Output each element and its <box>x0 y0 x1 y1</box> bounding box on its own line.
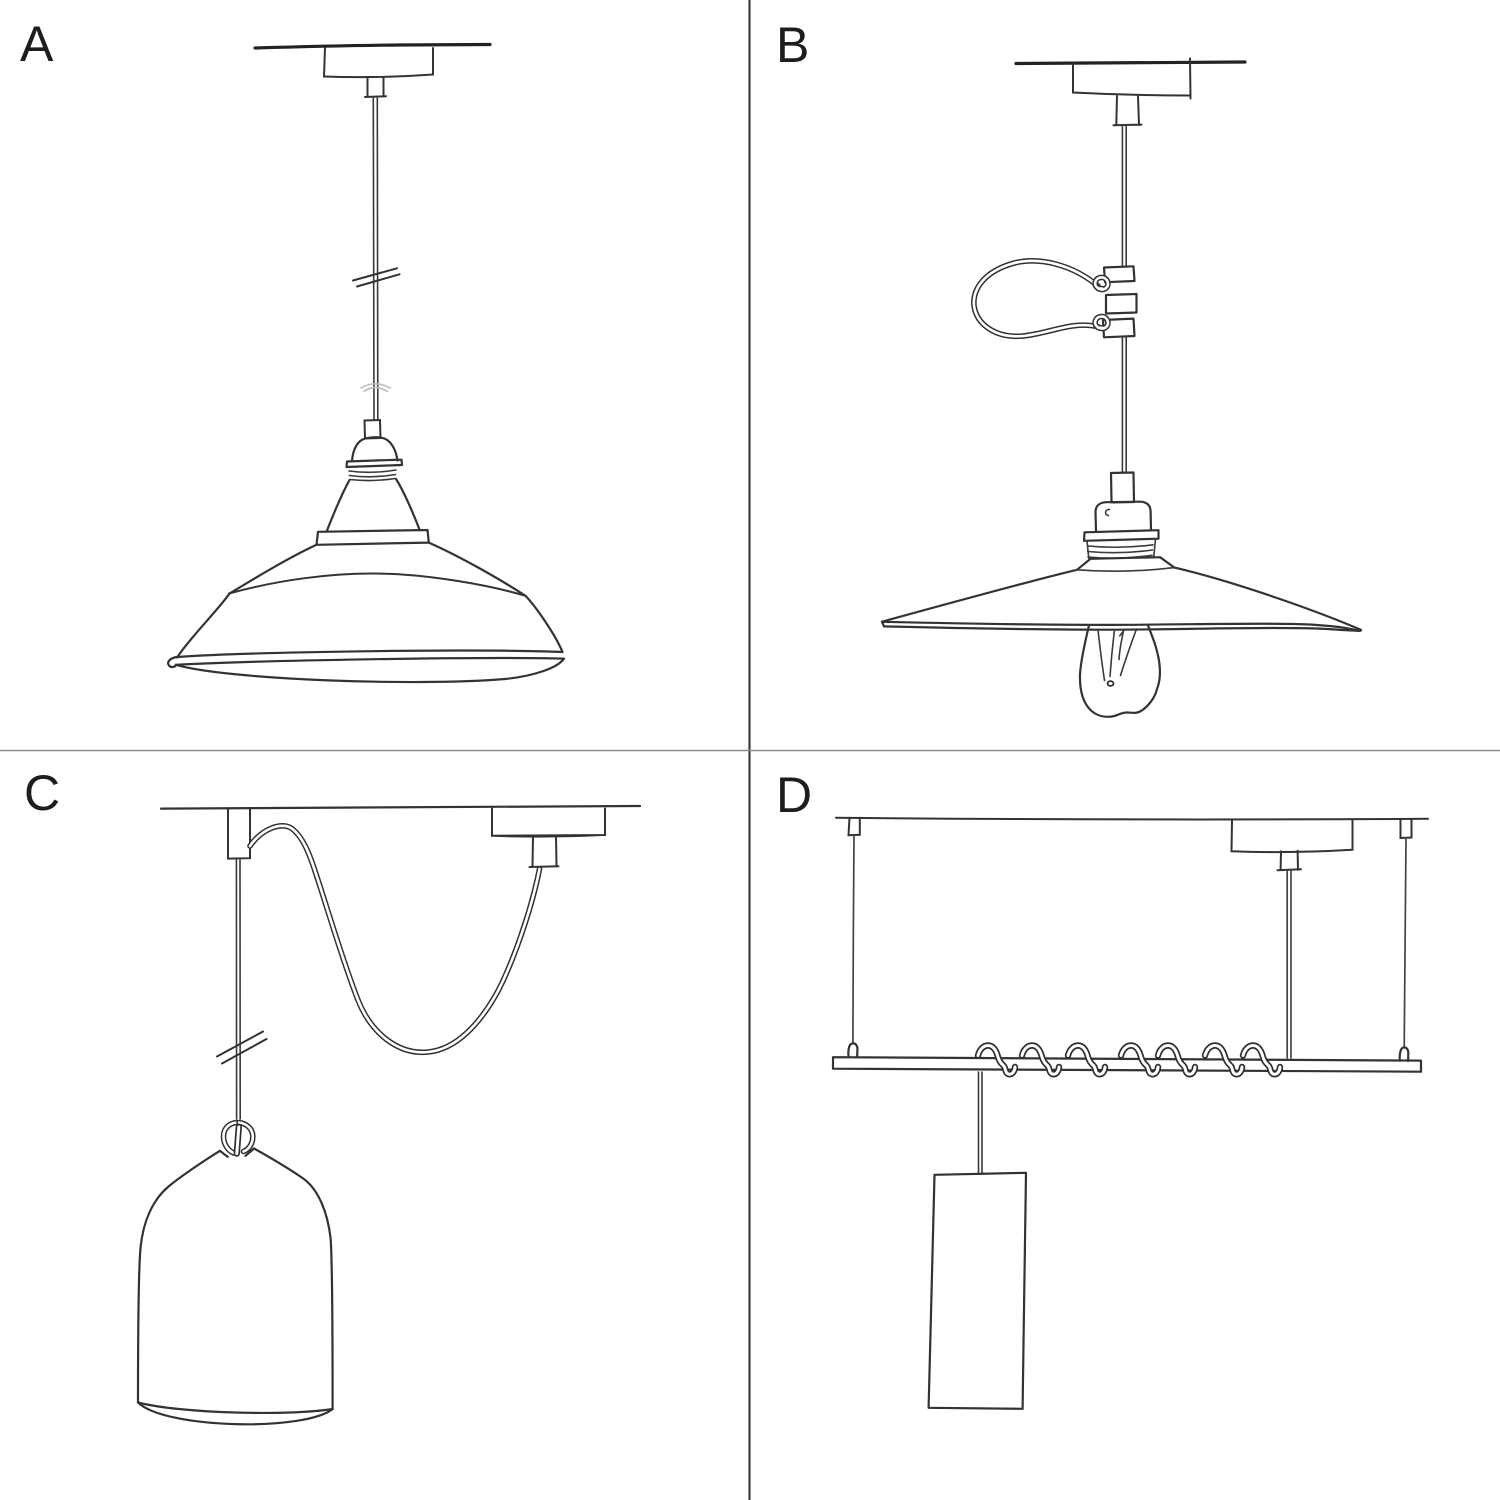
svg-text:D: D <box>776 767 812 823</box>
svg-text:C: C <box>24 765 60 821</box>
svg-text:A: A <box>20 16 54 72</box>
svg-text:B: B <box>776 17 809 73</box>
